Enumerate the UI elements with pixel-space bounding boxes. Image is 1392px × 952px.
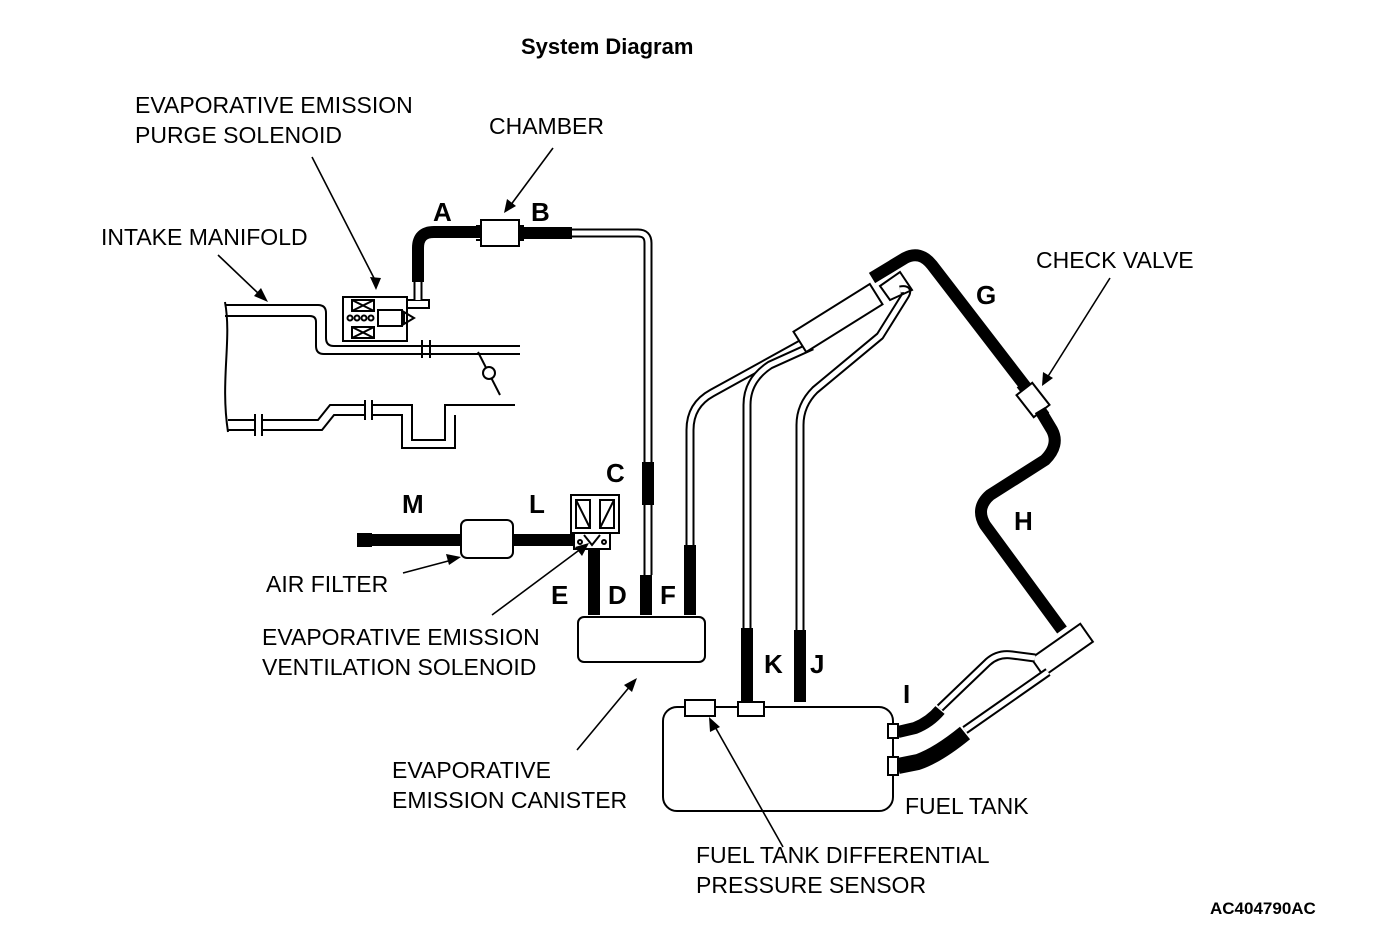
vent-connector [792, 282, 884, 354]
hose-i [896, 706, 945, 738]
chamber [480, 219, 520, 247]
tank-port [737, 701, 765, 717]
hose-letter-l: L [529, 489, 545, 519]
canister-label-1: EVAPORATIVE [392, 757, 551, 783]
purge-solenoid [342, 296, 430, 342]
hose-letter-i: I [903, 679, 910, 709]
hose-a [412, 226, 482, 282]
hose-letter-c: C [606, 458, 625, 488]
hose-g [868, 249, 1037, 399]
hose-letter-a: A [433, 197, 452, 227]
hose-letter-j: J [810, 649, 824, 679]
hose-h [975, 406, 1067, 634]
air-filter-label: AIR FILTER [266, 571, 388, 597]
hose-letter-f: F [660, 580, 676, 610]
check-valve-label: CHECK VALVE [1036, 247, 1194, 273]
ventilation-solenoid-label-1: EVAPORATIVE EMISSION [262, 624, 540, 650]
filler-hose [896, 726, 971, 774]
canister [577, 616, 706, 663]
hose-letter-k: K [764, 649, 783, 679]
hose-letter-h: H [1014, 506, 1033, 536]
hose-letter-d: D [608, 580, 627, 610]
hose-letter-g: G [976, 280, 996, 310]
figure-code: AC404790AC [1210, 899, 1316, 918]
purge-solenoid-label-1: EVAPORATIVE EMISSION [135, 92, 413, 118]
leader-lines [217, 147, 1111, 848]
fuel-tank [662, 706, 894, 812]
chamber-label: CHAMBER [489, 113, 604, 139]
pressure-sensor [684, 699, 716, 717]
ventilation-solenoid-label-2: VENTILATION SOLENOID [262, 654, 536, 680]
air-filter [460, 519, 514, 559]
pressure-sensor-label-2: PRESSURE SENSOR [696, 872, 926, 898]
diagram-title: System Diagram [521, 34, 693, 59]
intake-manifold-label: INTAKE MANIFOLD [101, 224, 308, 250]
hose-letter-b: B [531, 197, 550, 227]
check-valve [1015, 381, 1051, 419]
fuel-tank-label: FUEL TANK [905, 793, 1029, 819]
air-inlet [357, 533, 372, 547]
hose-letter-e: E [551, 580, 568, 610]
ventilation-solenoid [570, 494, 620, 550]
filler-connector [1029, 622, 1095, 678]
hose-letter-m: M [402, 489, 424, 519]
intake-manifold [224, 301, 520, 449]
canister-label-2: EMISSION CANISTER [392, 787, 627, 813]
purge-solenoid-label-2: PURGE SOLENOID [135, 122, 342, 148]
pressure-sensor-label-1: FUEL TANK DIFFERENTIAL [696, 842, 990, 868]
